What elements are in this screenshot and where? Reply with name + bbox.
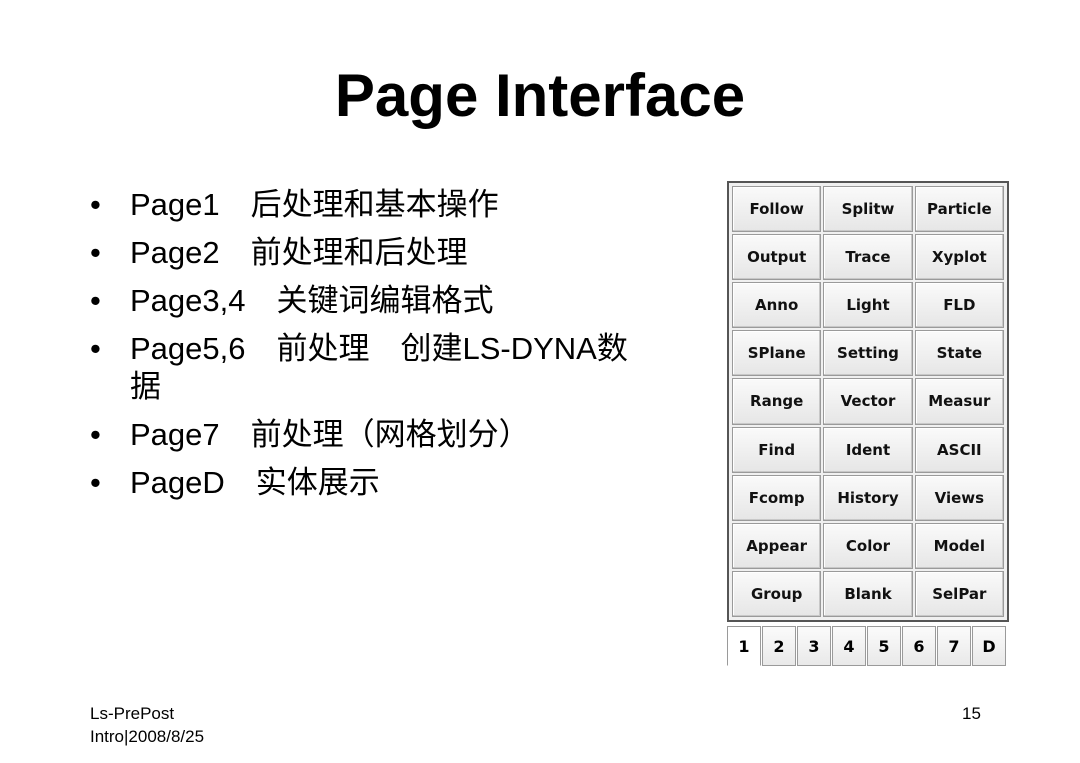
bullet-text: Page3,4 关键词编辑格式 (130, 283, 494, 318)
bullet-dot: • (90, 283, 101, 318)
range-button[interactable]: Range (732, 378, 822, 425)
footer-line-2: Intro|2008/8/25 (90, 727, 205, 746)
bullet-item: • Page5,6 前处理 创建LS-DYNA数据 (90, 330, 650, 406)
state-button[interactable]: State (914, 330, 1004, 377)
fld-button[interactable]: FLD (914, 282, 1004, 329)
blank-button[interactable]: Blank (823, 570, 913, 617)
bullet-dot: • (90, 465, 101, 500)
particle-button[interactable]: Particle (914, 186, 1004, 233)
footer-line-1: Ls-PrePost (90, 704, 175, 723)
bullet-item: • PageD 实体展示 (90, 464, 690, 502)
slide-title: Page Interface (334, 62, 746, 129)
history-button[interactable]: History (823, 474, 913, 521)
anno-button[interactable]: Anno (732, 282, 822, 329)
output-button[interactable]: Output (732, 234, 822, 281)
bullet-item: • Page7 前处理（网格划分） (90, 416, 690, 454)
group-button[interactable]: Group (732, 570, 822, 617)
ascii-button[interactable]: ASCII (914, 426, 1004, 473)
xyplot-button[interactable]: Xyplot (914, 234, 1004, 281)
bullet-dot: • (90, 417, 101, 452)
appear-button[interactable]: Appear (732, 522, 822, 569)
model-button[interactable]: Model (914, 522, 1004, 569)
light-button[interactable]: Light (823, 282, 913, 329)
bullet-item: • Page1 后处理和基本操作 (90, 186, 690, 224)
tab-page-d[interactable]: D (972, 626, 1006, 666)
setting-button[interactable]: Setting (823, 330, 913, 377)
bullet-dot: • (90, 235, 101, 270)
trace-button[interactable]: Trace (823, 234, 913, 281)
tab-page-2[interactable]: 2 (762, 626, 796, 666)
tab-page-5[interactable]: 5 (867, 626, 901, 666)
tab-page-7[interactable]: 7 (937, 626, 971, 666)
follow-button[interactable]: Follow (732, 186, 822, 233)
bullet-text: Page5,6 前处理 创建LS-DYNA数据 (130, 331, 628, 404)
color-button[interactable]: Color (823, 522, 913, 569)
bullet-text: PageD 实体展示 (130, 465, 380, 500)
bullet-text: Page1 后处理和基本操作 (130, 187, 499, 222)
splitw-button[interactable]: Splitw (823, 186, 913, 233)
measur-button[interactable]: Measur (914, 378, 1004, 425)
footer-source: Ls-PrePost Intro|2008/8/25 (90, 702, 204, 748)
bullet-item: • Page2 前处理和后处理 (90, 234, 690, 272)
splane-button[interactable]: SPlane (732, 330, 822, 377)
bullet-text: Page7 前处理（网格划分） (130, 417, 530, 452)
tab-page-3[interactable]: 3 (797, 626, 831, 666)
fcomp-button[interactable]: Fcomp (732, 474, 822, 521)
bullet-text: Page2 前处理和后处理 (130, 235, 468, 270)
bullet-item: • Page3,4 关键词编辑格式 (90, 282, 690, 320)
bullet-dot: • (90, 187, 101, 222)
tab-page-1[interactable]: 1 (727, 626, 761, 666)
ident-button[interactable]: Ident (823, 426, 913, 473)
vector-button[interactable]: Vector (823, 378, 913, 425)
bullet-dot: • (90, 331, 101, 366)
tab-page-4[interactable]: 4 (832, 626, 866, 666)
views-button[interactable]: Views (914, 474, 1004, 521)
page-number: 15 (962, 704, 981, 723)
tab-page-6[interactable]: 6 (902, 626, 936, 666)
selpar-button[interactable]: SelPar (914, 570, 1004, 617)
find-button[interactable]: Find (732, 426, 822, 473)
bullet-list: • Page1 后处理和基本操作 • Page2 前处理和后处理 • Page3,4 … (90, 186, 690, 512)
